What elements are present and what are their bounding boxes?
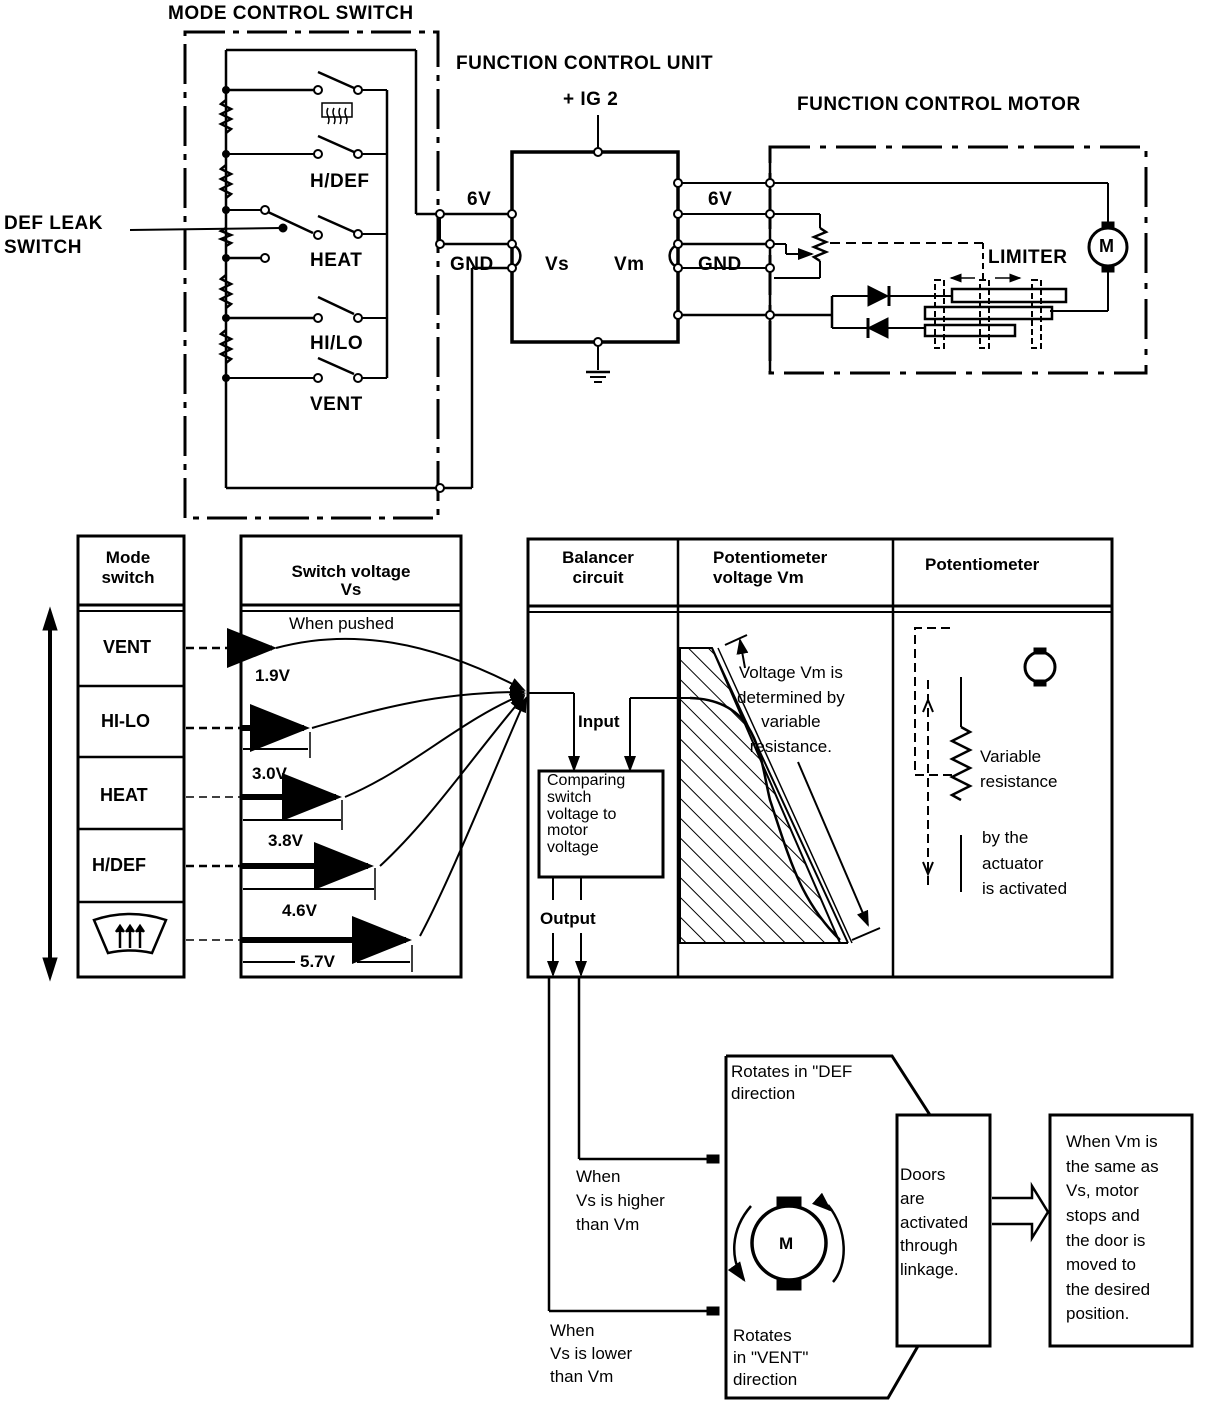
switch-voltage-header: Switch voltage Vs — [291, 562, 411, 599]
ig2-label: + IG 2 — [563, 89, 619, 110]
mode-row-heat: HEAT — [100, 785, 148, 805]
unit-left-gnd-label: GND — [450, 254, 494, 275]
switch-label-hilo: HI/LO — [310, 333, 364, 354]
process-table — [42, 534, 1114, 1316]
voltage-hdef: 4.6V — [282, 901, 317, 920]
switch-label-vent: VENT — [310, 394, 363, 415]
unit-left-6v-label: 6V — [467, 189, 492, 210]
function-control-motor-title: FUNCTION CONTROL MOTOR — [797, 94, 1081, 115]
defrost-symbol-icon — [321, 102, 353, 125]
input-label: Input — [578, 712, 620, 731]
def-leak-switch-label: DEF LEAK SWITCH — [4, 213, 103, 258]
switch-label-heat: HEAT — [310, 250, 363, 271]
variable-resistance-note: Variable resistance — [980, 747, 1058, 791]
function-control-unit-title: FUNCTION CONTROL UNIT — [456, 53, 714, 74]
doors-box-text: Doors are activated through linkage. — [900, 1165, 969, 1280]
result-box-text: When Vm is the same as Vs, motor stops a… — [1066, 1132, 1159, 1324]
flow-motor-icon: M — [779, 1234, 794, 1253]
motor-icon: M — [1099, 236, 1114, 256]
comparing-box-text: Comparing switch voltage to motor voltag… — [547, 772, 626, 857]
mode-switch-header: Mode switch — [101, 548, 155, 587]
limiter-label: LIMITER — [988, 247, 1068, 268]
potentiometer-header: Potentiometer — [925, 555, 1040, 574]
unit-right-6v-label: 6V — [708, 189, 733, 210]
rotates-def-text: Rotates in "DEF direction — [731, 1062, 853, 1104]
voltage-hilo: 3.0V — [252, 764, 287, 783]
motor-flow — [724, 1054, 1194, 1400]
vs-label: Vs — [545, 254, 570, 275]
mode-row-vent: VENT — [103, 637, 152, 657]
voltage-def: 5.7V — [300, 952, 335, 971]
output-label: Output — [540, 909, 596, 928]
vm-label: Vm — [614, 254, 645, 275]
voltage-vent: 1.9V — [255, 666, 290, 685]
mode-control-switch-box — [129, 30, 512, 520]
mode-row-hilo: HI-LO — [101, 711, 150, 731]
mode-row-hdef: H/DEF — [92, 855, 146, 875]
balancer-header: Balancer circuit — [562, 548, 634, 587]
defrost-mode-icon — [92, 912, 168, 955]
voltage-heat: 3.8V — [268, 831, 303, 850]
rotates-vent-text: Rotates in "VENT" direction — [733, 1326, 809, 1390]
when-lower-text: When Vs is lower than Vm — [550, 1321, 633, 1386]
mode-control-switch-title: MODE CONTROL SWITCH — [168, 3, 414, 24]
pot-voltage-header: Potentiometer voltage Vm — [713, 548, 828, 587]
when-pushed-label: When pushed — [289, 614, 394, 633]
function-control-motor-box — [765, 145, 1148, 375]
vm-note: Voltage Vm is determined by variable res… — [737, 663, 845, 756]
actuator-note: by the actuator is activated — [982, 828, 1068, 898]
switch-label-hdef: H/DEF — [310, 171, 370, 192]
when-higher-text: When Vs is higher than Vm — [576, 1167, 665, 1234]
unit-right-gnd-label: GND — [698, 254, 742, 275]
function-control-unit — [507, 115, 770, 383]
